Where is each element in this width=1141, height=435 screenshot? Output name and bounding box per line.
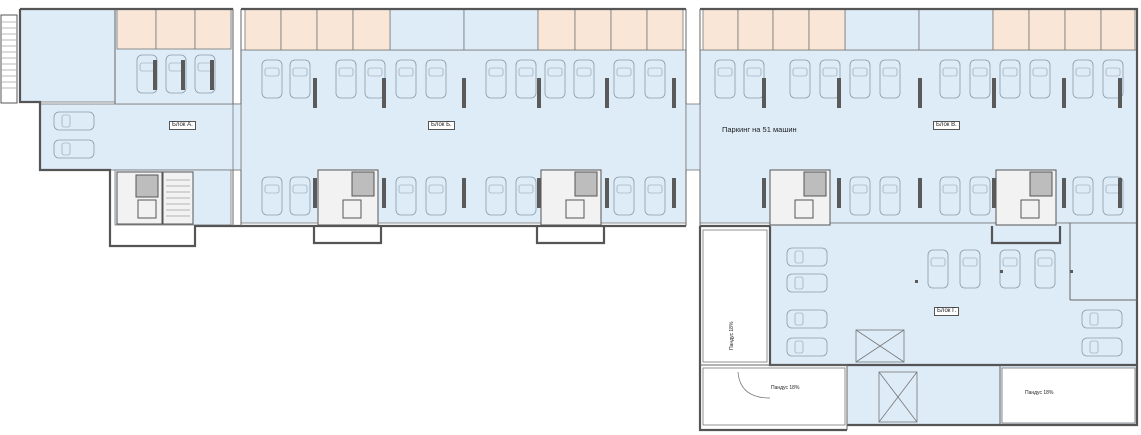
column <box>918 78 922 108</box>
car-stall <box>289 176 311 216</box>
car-stall <box>515 59 537 99</box>
stair-treads <box>2 21 190 217</box>
car-stall <box>1029 59 1051 99</box>
ramp-vertical-label: Пандус 18% <box>729 321 735 350</box>
car-stall <box>786 337 828 357</box>
car-stall <box>999 249 1021 289</box>
column <box>1118 178 1122 208</box>
plan-title: Паркинг на 51 машин <box>722 125 797 134</box>
car-stall <box>335 59 357 99</box>
column <box>915 280 918 283</box>
car-stall <box>644 59 666 99</box>
ramp-bottom-left-label: Пандус 18% <box>771 385 800 391</box>
column <box>992 78 996 108</box>
car-stall <box>786 273 828 293</box>
car-stall <box>786 309 828 329</box>
car-stall <box>969 176 991 216</box>
car-stall <box>573 59 595 99</box>
car-stall <box>786 247 828 267</box>
column <box>837 178 841 208</box>
car-stall <box>849 176 871 216</box>
car-stall <box>1072 176 1094 216</box>
column <box>537 178 541 208</box>
column <box>992 178 996 208</box>
car-stall <box>425 176 447 216</box>
car-stall <box>613 176 635 216</box>
column <box>672 178 676 208</box>
column <box>762 178 766 208</box>
car-stall <box>1072 59 1094 99</box>
car-stall <box>395 59 417 99</box>
car-stall <box>425 59 447 99</box>
car-stall <box>999 59 1021 99</box>
car-stall <box>644 176 666 216</box>
column <box>313 78 317 108</box>
car-stall <box>939 176 961 216</box>
block-v-label: Блок В. <box>933 121 960 130</box>
car-stall <box>1102 59 1124 99</box>
car-stall <box>849 59 871 99</box>
car-stall <box>261 176 283 216</box>
column <box>605 78 609 108</box>
column <box>605 178 609 208</box>
car-stall <box>395 176 417 216</box>
car-stall <box>53 139 95 159</box>
car-stall <box>544 59 566 99</box>
car-stall <box>53 111 95 131</box>
ramps <box>702 229 1136 426</box>
structural-columns <box>153 60 1122 283</box>
column <box>462 78 466 108</box>
block-a-label: Блок А. <box>169 121 196 130</box>
column <box>837 78 841 108</box>
column <box>1062 178 1066 208</box>
car-stall <box>261 59 283 99</box>
car-stall <box>1081 337 1123 357</box>
parking-stalls <box>53 54 1124 357</box>
car-stall <box>927 249 949 289</box>
car-stall <box>485 59 507 99</box>
column <box>181 60 185 90</box>
car-stall <box>959 249 981 289</box>
column <box>313 178 317 208</box>
column <box>1070 270 1073 273</box>
car-stall <box>613 59 635 99</box>
column <box>1118 78 1122 108</box>
car-stall <box>1034 249 1056 289</box>
column <box>153 60 157 90</box>
column <box>537 78 541 108</box>
car-stall <box>969 59 991 99</box>
car-stall <box>789 59 811 99</box>
column <box>918 178 922 208</box>
column <box>462 178 466 208</box>
column <box>382 178 386 208</box>
ramp-bottom-right-label: Пандус 18% <box>1025 390 1054 396</box>
car-stall <box>879 176 901 216</box>
column <box>1062 78 1066 108</box>
car-stall <box>879 59 901 99</box>
car-stall <box>289 59 311 99</box>
car-stall <box>485 176 507 216</box>
car-stall <box>939 59 961 99</box>
block-b-label: Блок Б. <box>428 121 455 130</box>
column <box>382 78 386 108</box>
column <box>762 78 766 108</box>
block-g-label: Блок Г. <box>934 307 960 316</box>
storage-rooms <box>116 8 1136 51</box>
column <box>210 60 214 90</box>
car-stall <box>714 59 736 99</box>
car-stall <box>515 176 537 216</box>
column <box>1000 270 1003 273</box>
car-stall <box>1081 309 1123 329</box>
column <box>672 78 676 108</box>
interior-walls <box>114 9 1137 430</box>
